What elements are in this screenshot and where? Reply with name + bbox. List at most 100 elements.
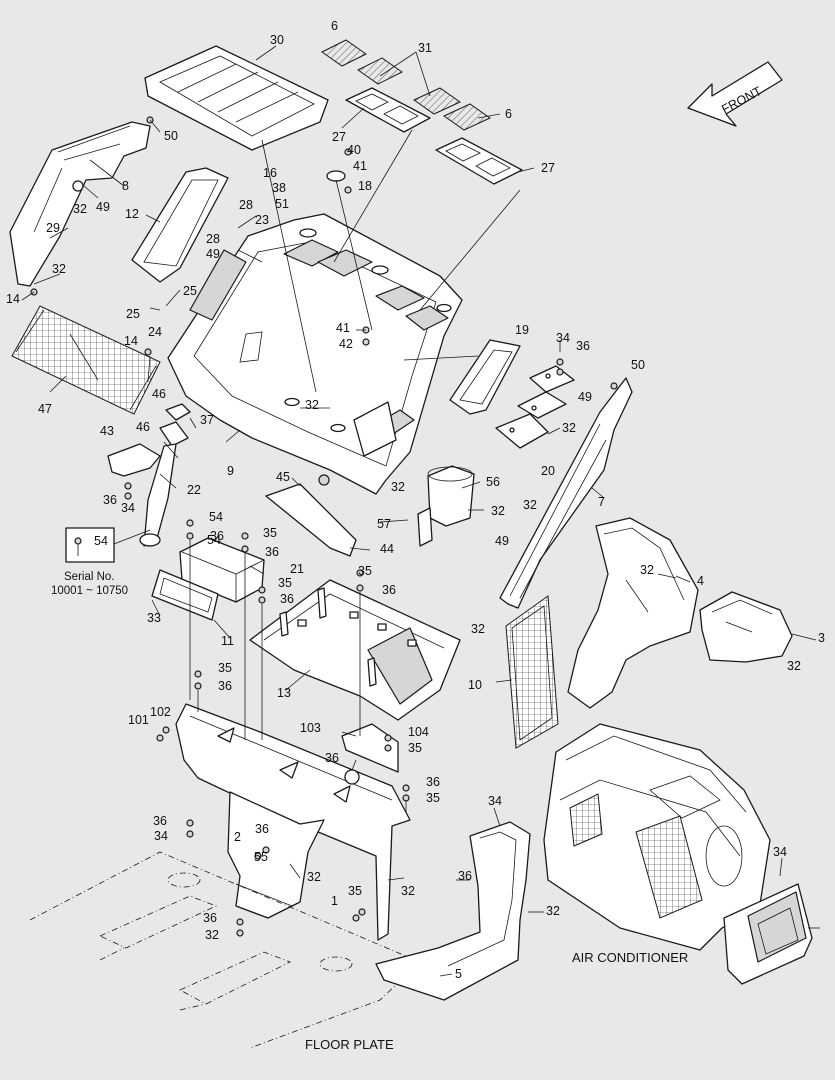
callout-25: 25 — [183, 284, 197, 298]
callout-56: 56 — [486, 475, 500, 489]
air-conditioner-unit — [543, 723, 771, 951]
part-43-bracket — [107, 443, 161, 477]
part-57-bracket — [417, 507, 433, 547]
fasteners — [30, 116, 618, 937]
callout-27: 27 — [332, 130, 346, 144]
callout-41: 41 — [353, 159, 367, 173]
callout-49: 49 — [96, 200, 110, 214]
part-4-duct — [567, 517, 699, 709]
callout-7: 7 — [598, 495, 605, 509]
callout-14: 14 — [6, 292, 20, 306]
part-9-cab-body — [167, 213, 463, 495]
callout-5: 5 — [455, 967, 462, 981]
serial-label: Serial No. — [64, 571, 115, 583]
part-101-plate — [341, 723, 399, 785]
callout-36: 36 — [458, 869, 472, 883]
callout-30: 30 — [270, 33, 284, 47]
callout-32: 32 — [205, 928, 219, 942]
part-1-lower-frame — [175, 703, 411, 941]
callout-40: 40 — [347, 143, 361, 157]
part-19-lid — [449, 339, 521, 415]
callout-36: 36 — [280, 592, 294, 606]
callout-32: 32 — [546, 904, 560, 918]
callout-32: 32 — [523, 498, 537, 512]
callout-36: 36 — [218, 679, 232, 693]
part-6-vent-top — [321, 39, 491, 131]
callout-32: 32 — [787, 659, 801, 673]
callout-8: 8 — [122, 179, 129, 193]
callout-32: 32 — [491, 504, 505, 518]
callout-46: 46 — [152, 387, 166, 401]
callout-28: 28 — [206, 232, 220, 246]
callout-6: 6 — [331, 19, 338, 33]
callout-35: 35 — [358, 564, 372, 578]
callout-34: 34 — [121, 501, 135, 515]
callout-101: 101 — [128, 713, 149, 727]
floor-plate-outline — [29, 851, 421, 1049]
callout-14: 14 — [124, 334, 138, 348]
part-10-side-panel — [505, 595, 559, 749]
callout-32: 32 — [640, 563, 654, 577]
callout-9: 9 — [227, 464, 234, 478]
callout-36: 36 — [103, 493, 117, 507]
part-44-bar — [265, 483, 357, 557]
callout-24: 24 — [148, 325, 162, 339]
callout-42: 42 — [339, 337, 353, 351]
part-27-frames — [345, 87, 523, 185]
callout-34: 34 — [488, 794, 502, 808]
callout-29: 29 — [46, 221, 60, 235]
callout-49: 49 — [495, 534, 509, 548]
callout-32: 32 — [52, 262, 66, 276]
callout-46: 46 — [136, 420, 150, 434]
callout-35: 35 — [263, 526, 277, 540]
callout-16: 16 — [263, 166, 277, 180]
callout-4: 4 — [697, 574, 704, 588]
air-conditioner-caption: AIR CONDITIONER — [572, 950, 688, 965]
callout-13: 13 — [277, 686, 291, 700]
callout-35: 35 — [408, 741, 422, 755]
callout-27: 27 — [541, 161, 555, 175]
callout-54: 54 — [209, 510, 223, 524]
part-20-bracket — [495, 365, 575, 449]
callout-43: 43 — [100, 424, 114, 438]
callout-32: 32 — [305, 398, 319, 412]
callout-104: 104 — [408, 725, 429, 739]
floor-plate-caption: FLOOR PLATE — [305, 1037, 394, 1052]
callout-38: 38 — [272, 181, 286, 195]
callout-47: 47 — [38, 402, 52, 416]
callout-35: 35 — [218, 661, 232, 675]
callout-55: 55 — [254, 850, 268, 864]
serial-range: 10001 ~ 10750 — [51, 585, 128, 597]
callout-35: 35 — [348, 884, 362, 898]
callout-37: 37 — [200, 413, 214, 427]
callout-36: 36 — [382, 583, 396, 597]
part-37-seal — [165, 403, 191, 421]
part-8-left-panel — [9, 121, 151, 287]
callout-6: 6 — [505, 107, 512, 121]
callout-50: 50 — [164, 129, 178, 143]
callout-36: 36 — [265, 545, 279, 559]
leader-lines — [21, 45, 820, 977]
callout-49: 49 — [206, 247, 220, 261]
callout-34: 34 — [556, 331, 570, 345]
callout-35: 35 — [426, 791, 440, 805]
callout-12: 12 — [125, 207, 139, 221]
part-22-hose — [139, 421, 189, 547]
callout-35: 35 — [278, 576, 292, 590]
callout-11: 11 — [221, 634, 234, 648]
part-30-tray — [144, 45, 329, 151]
callout-20: 20 — [541, 464, 555, 478]
callout-51: 51 — [275, 197, 289, 211]
serial-box-part-number: 54 — [94, 534, 108, 548]
part-12-cover — [131, 167, 229, 283]
callout-33: 33 — [147, 611, 161, 625]
callout-19: 19 — [515, 323, 529, 337]
front-arrow-icon: FRONT — [687, 61, 783, 127]
callout-45: 45 — [276, 470, 290, 484]
callout-22: 22 — [187, 483, 201, 497]
callout-36: 36 — [255, 822, 269, 836]
callout-44: 44 — [380, 542, 394, 556]
